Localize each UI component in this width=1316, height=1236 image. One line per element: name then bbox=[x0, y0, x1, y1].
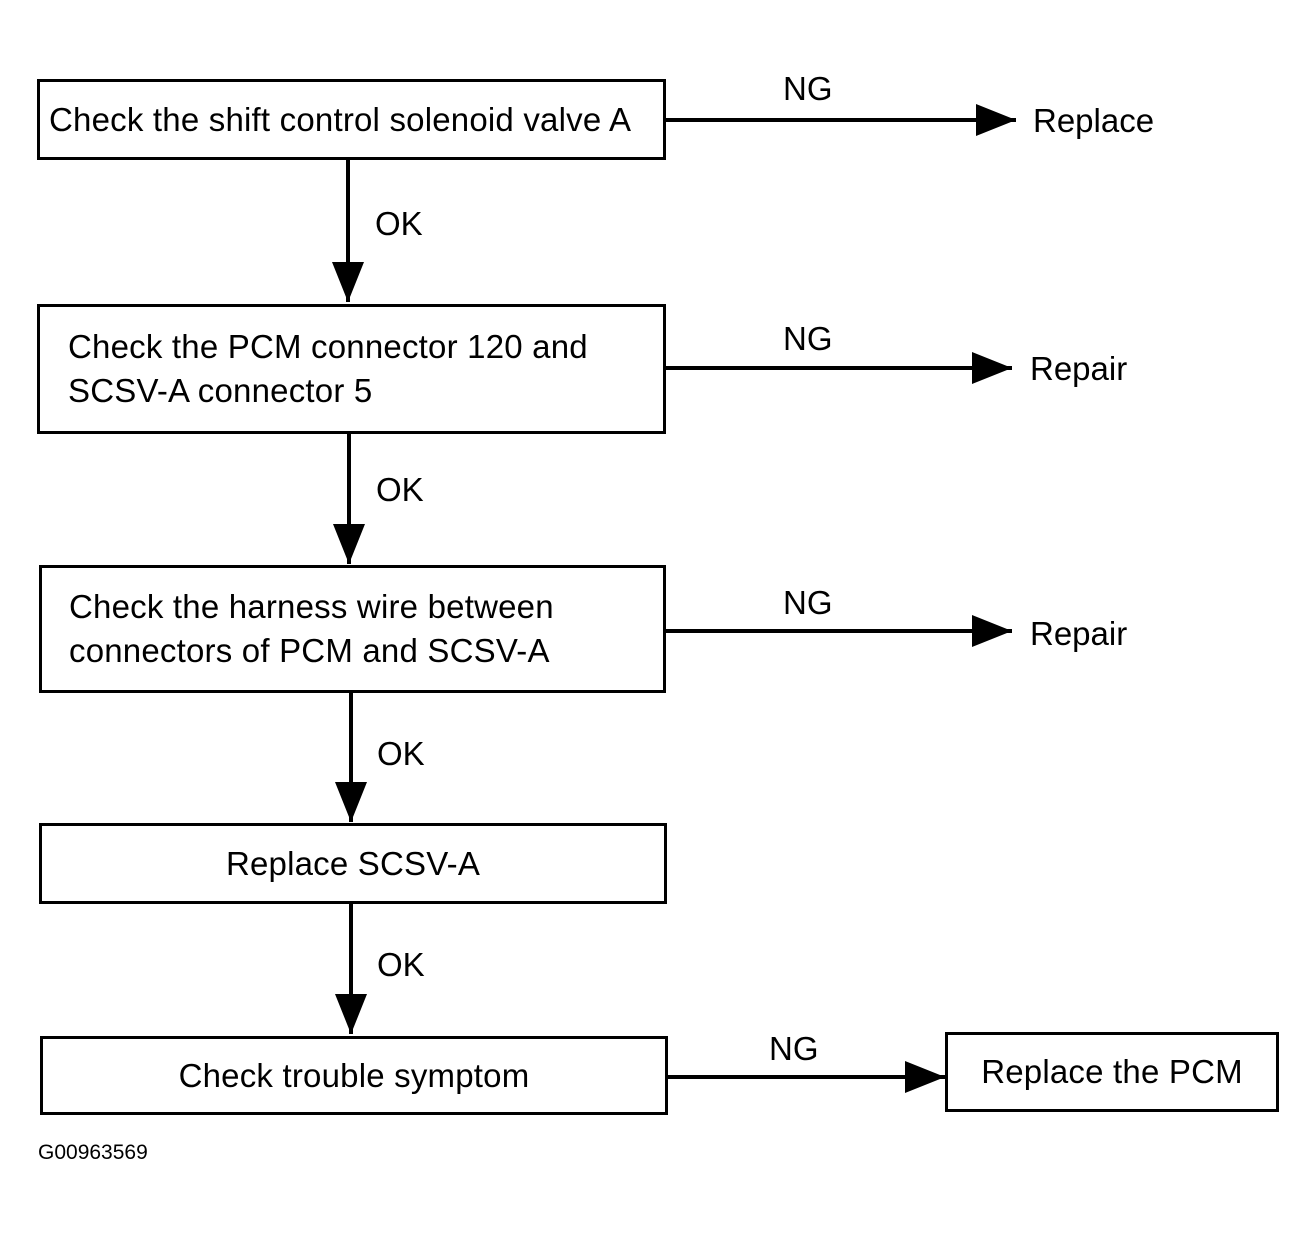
step-text: SCSV-A connector 5 bbox=[68, 372, 373, 409]
step-check-trouble-symptom: Check trouble symptom bbox=[40, 1036, 668, 1115]
ng-label: NG bbox=[783, 584, 833, 621]
step-check-solenoid-valve: Check the shift control solenoid valve A bbox=[37, 79, 666, 160]
step-text: connectors of PCM and SCSV-A bbox=[69, 632, 550, 669]
outcome-label: Repair bbox=[1030, 615, 1128, 652]
ok-label: OK bbox=[375, 205, 423, 242]
ok-label: OK bbox=[377, 735, 425, 772]
step-check-connectors: Check the PCM connector 120 and SCSV-A c… bbox=[37, 304, 666, 434]
step-text: Check the harness wire between bbox=[69, 588, 554, 625]
ng-label: NG bbox=[783, 320, 833, 357]
ok-label: OK bbox=[377, 946, 425, 983]
step-text: Check trouble symptom bbox=[178, 1056, 530, 1094]
outcome-label: Repair bbox=[1030, 350, 1128, 387]
ng-label: NG bbox=[769, 1030, 819, 1067]
figure-id-caption: G00963569 bbox=[38, 1141, 148, 1164]
step-text: Check the shift control solenoid valve A bbox=[49, 100, 632, 138]
step-replace-scsv-a: Replace SCSV-A bbox=[39, 823, 667, 904]
step-check-harness-wire: Check the harness wire between connector… bbox=[39, 565, 666, 693]
outcome-label: Replace bbox=[1033, 102, 1155, 139]
ng-label: NG bbox=[783, 70, 833, 107]
outcome-text: Replace the PCM bbox=[981, 1053, 1243, 1090]
ok-label: OK bbox=[376, 471, 424, 508]
step-text: Check the PCM connector 120 and bbox=[68, 328, 588, 365]
outcome-replace-pcm: Replace the PCM bbox=[945, 1032, 1279, 1112]
step-text: Replace SCSV-A bbox=[225, 844, 481, 882]
